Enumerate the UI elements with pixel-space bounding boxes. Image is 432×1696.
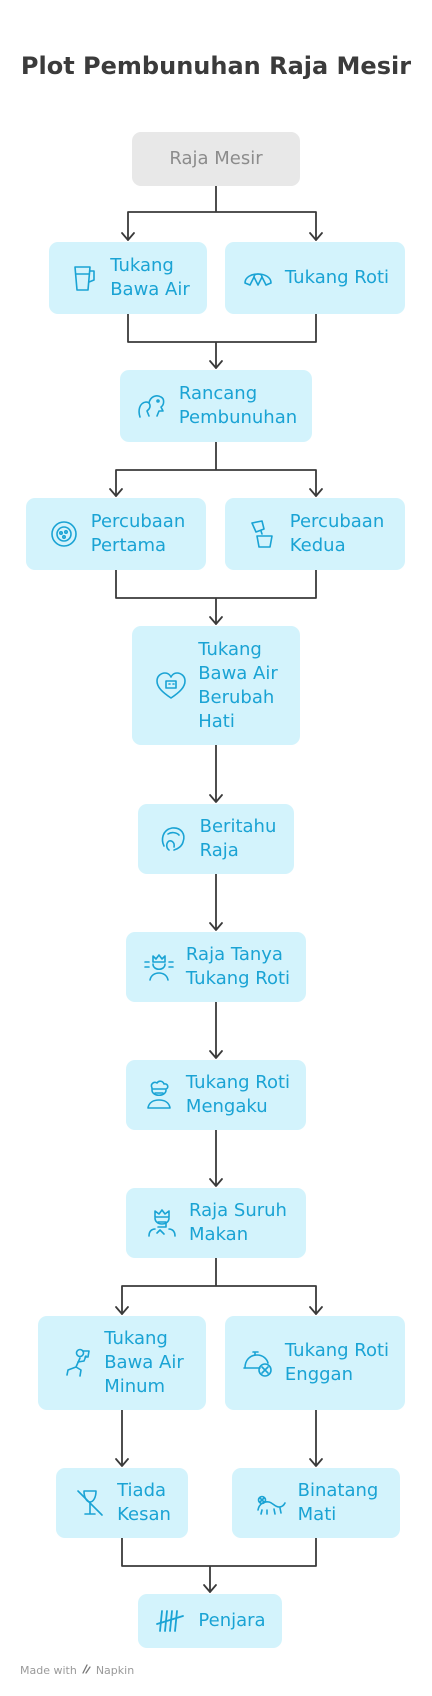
connector-beritahu-tanya [209, 873, 223, 931]
footer-made-with: Made with [20, 1664, 77, 1677]
node-label: Penjara [198, 1610, 266, 1631]
dead-animal-icon [254, 1486, 288, 1520]
node-label: Tukang Roti [284, 267, 390, 288]
connector-root-split [127, 185, 317, 241]
tally-marks-icon [154, 1604, 188, 1638]
king-commanding-icon [145, 1206, 179, 1240]
node-raja-tanya: Raja Tanya Tukang Roti [126, 932, 306, 1002]
connector-merge-rancang [127, 313, 317, 369]
node-label: Percubaan Pertama [90, 511, 186, 556]
king-asking-icon [142, 950, 176, 984]
arrowheads-level-1 [121, 232, 323, 241]
no-effect-glass-icon [73, 1486, 107, 1520]
arrowhead-ubah [209, 616, 223, 625]
node-beritahu-raja: Beritahu Raja [138, 804, 294, 874]
connector-mengaku-suruh [209, 1129, 223, 1187]
node-label: Percubaan Kedua [289, 511, 385, 556]
connector-suruh-split [121, 1257, 317, 1315]
node-label: Tukang Roti Mengaku [185, 1072, 291, 1117]
node-label: Tukang Bawa Air [110, 255, 190, 300]
node-label: Raja Tanya Tukang Roti [185, 944, 291, 989]
arrowhead-rancang [209, 360, 223, 369]
drinking-person-icon [60, 1346, 94, 1380]
node-percubaan-kedua: Percubaan Kedua [225, 498, 405, 570]
node-label: Beritahu Raja [199, 816, 277, 861]
connector-enggan-mati [309, 1409, 323, 1467]
diagram-title: Plot Pembunuhan Raja Mesir [20, 52, 412, 80]
arrowheads-outcomes [115, 1306, 323, 1315]
node-label: Tukang Bawa Air Berubah Hati [198, 638, 278, 732]
two-heads-plotting-icon [135, 389, 169, 423]
node-tukang-bawa-air-minum: Tukang Bawa Air Minum [38, 1316, 206, 1410]
poison-dish-icon [47, 517, 81, 551]
made-with-footer: Made with Napkin [20, 1664, 134, 1677]
footer-brand: Napkin [95, 1664, 135, 1677]
croissant-icon [241, 261, 275, 295]
node-berubah-hati: Tukang Bawa Air Berubah Hati [132, 626, 300, 745]
node-penjara: Penjara [138, 1594, 282, 1648]
node-label: Raja Mesir [169, 148, 263, 169]
connector-merge-penjara [121, 1537, 317, 1593]
node-label: Tukang Bawa Air Minum [104, 1328, 184, 1397]
connector-minum-tiada [115, 1409, 129, 1467]
napkin-logo-icon [82, 1664, 92, 1677]
heart-with-face-icon [154, 669, 188, 703]
node-binatang-mati: Binatang Mati [232, 1468, 400, 1538]
node-percubaan-pertama: Percubaan Pertama [26, 498, 206, 570]
arrowheads-attempts [109, 488, 323, 497]
node-tukang-bawa-air: Tukang Bawa Air [49, 242, 207, 314]
node-rancang-pembunuhan: Rancang Pembunuhan [120, 370, 312, 442]
connector-rancang-split [115, 441, 317, 497]
connector-ubah-beritahu [209, 744, 223, 803]
node-raja-suruh-makan: Raja Suruh Makan [126, 1188, 306, 1258]
connector-merge-ubah [115, 569, 317, 625]
baker-confessing-icon [142, 1078, 176, 1112]
node-label: Tiada Kesan [117, 1480, 171, 1525]
node-label: Binatang Mati [297, 1480, 379, 1525]
arrowhead-penjara [203, 1584, 217, 1593]
node-label: Raja Suruh Makan [189, 1200, 287, 1245]
telling-head-icon [156, 822, 190, 856]
pouring-cup-icon [246, 517, 280, 551]
node-label: Rancang Pembunuhan [178, 383, 298, 428]
node-tiada-kesan: Tiada Kesan [56, 1468, 188, 1538]
node-label: Tukang Roti Enggan [284, 1340, 390, 1385]
node-raja-mesir: Raja Mesir [132, 132, 300, 186]
connector-tanya-mengaku [209, 1001, 223, 1059]
node-tukang-roti: Tukang Roti [225, 242, 405, 314]
water-jug-icon [66, 261, 100, 295]
node-tukang-roti-mengaku: Tukang Roti Mengaku [126, 1060, 306, 1130]
refused-dish-icon [241, 1346, 275, 1380]
node-tukang-roti-enggan: Tukang Roti Enggan [225, 1316, 405, 1410]
